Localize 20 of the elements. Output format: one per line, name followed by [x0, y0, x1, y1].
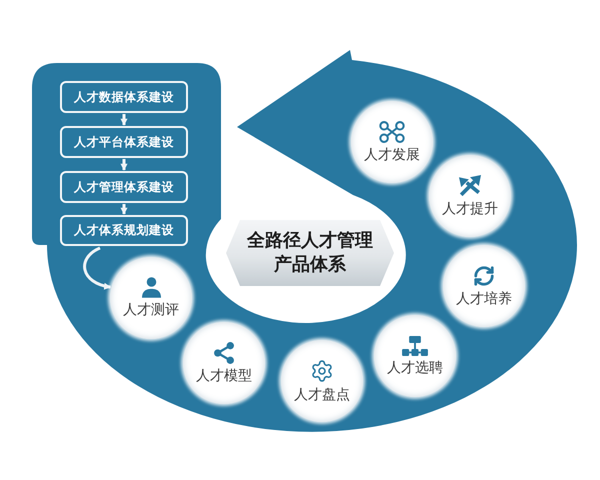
step-label: 人才体系规划建设 [74, 222, 174, 239]
stage-label: 人才提升 [442, 202, 498, 218]
step-box [60, 81, 188, 113]
down-arrow [120, 204, 128, 215]
stage-label: 人才模型 [196, 368, 252, 384]
down-arrow [120, 159, 128, 171]
curved-arrow [83, 246, 112, 290]
step-box [60, 171, 188, 203]
step-box [60, 126, 188, 158]
step-label: 人才管理体系建设 [74, 178, 174, 196]
stage-label: 人才培养 [456, 292, 512, 308]
stage-label: 人才选聘 [387, 360, 443, 376]
step-label: 人才数据体系建设 [74, 88, 174, 106]
banner-title: 全路径人才管理产品体系 [246, 228, 374, 277]
step-box [60, 215, 188, 246]
stage-label: 人才发展 [364, 148, 420, 164]
step-label: 人才平台体系建设 [74, 134, 174, 150]
stage-label: 人才测评 [123, 303, 179, 319]
stage-label: 人才盘点 [294, 388, 350, 404]
down-arrow [120, 114, 128, 126]
